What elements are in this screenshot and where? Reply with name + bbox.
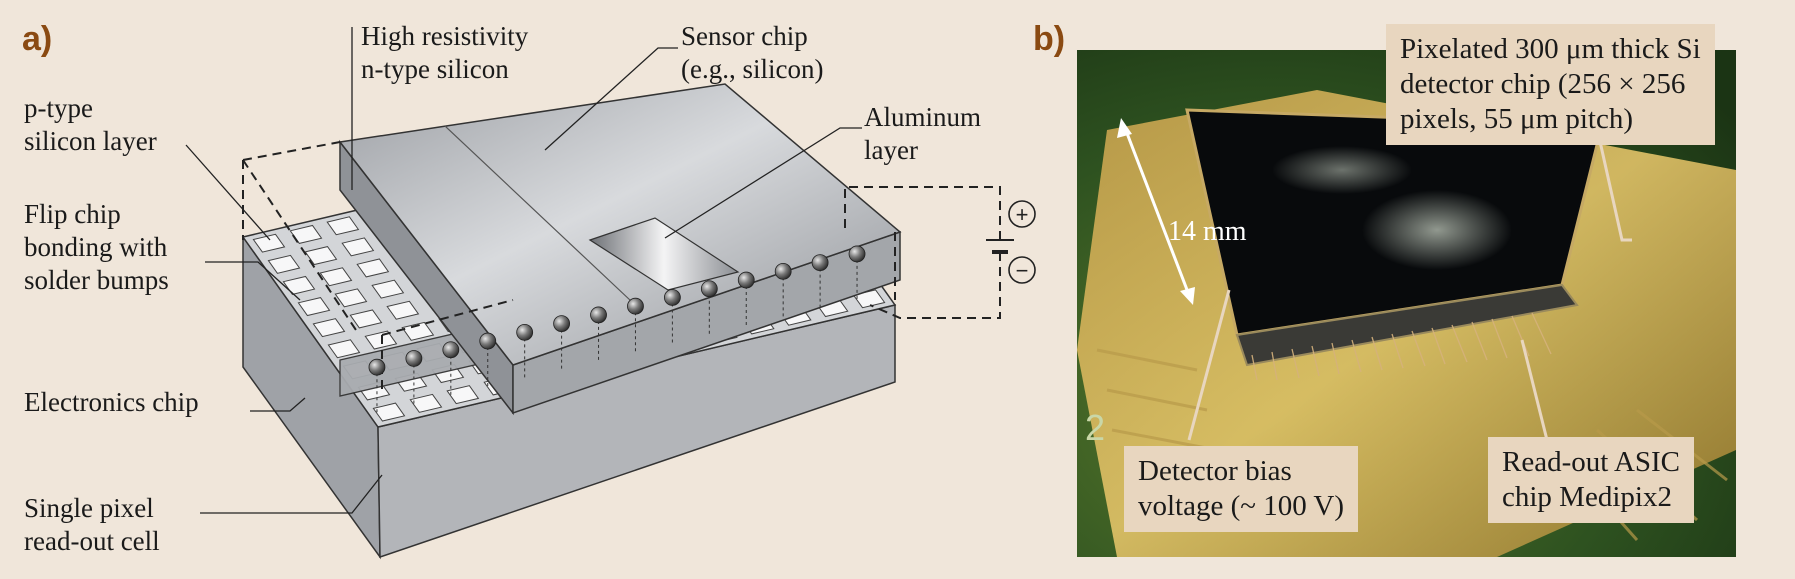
pixel-cell xyxy=(371,279,405,299)
solder-bump xyxy=(553,315,571,333)
aluminum-peel xyxy=(588,217,740,291)
pixel-cell xyxy=(252,233,286,253)
asic-edge xyxy=(1235,283,1579,367)
solder-bump xyxy=(848,245,866,263)
solder-bump xyxy=(627,297,644,315)
pixel-cell xyxy=(446,385,480,405)
dimension-label: 14 mm xyxy=(1168,216,1247,247)
board-marking: 2 xyxy=(1085,407,1105,448)
solder-bump xyxy=(368,358,386,376)
callout-bias-voltage: Detector bias voltage (~ 100 V) xyxy=(1124,446,1359,532)
leader-lines xyxy=(185,27,862,514)
label-single-pixel: Single pixel read-out cell xyxy=(24,493,160,556)
pixel-cell xyxy=(401,321,435,341)
label-p-type: p-type silicon layer xyxy=(24,93,157,156)
solder-bump xyxy=(811,254,829,272)
plus-terminal-icon xyxy=(1008,200,1036,228)
label-high-resistivity: High resistivity n-type silicon xyxy=(361,21,529,84)
label-flip-chip: Flip chip bonding with solder bumps xyxy=(24,199,169,295)
pixel-cell xyxy=(267,254,301,274)
pixel-cell xyxy=(312,318,346,338)
pixel-cell xyxy=(304,246,338,266)
solder-bump xyxy=(442,341,460,359)
callout-detector-chip: Pixelated 300 μm thick Si detector chip … xyxy=(1386,24,1715,145)
pixel-cell xyxy=(372,402,406,422)
dashed-guides xyxy=(242,141,1001,395)
panel-a-letter: a) xyxy=(22,20,53,58)
pixel-cell xyxy=(349,309,383,329)
solder-bump xyxy=(516,323,534,341)
solder-bump xyxy=(700,280,718,298)
solder-bump xyxy=(737,271,755,289)
solder-bump xyxy=(663,289,681,306)
solder-bumps xyxy=(368,245,866,414)
label-electronics-chip: Electronics chip xyxy=(24,387,199,417)
pixel-cell xyxy=(297,297,331,317)
pixel-cell xyxy=(409,393,443,413)
sensor-chip xyxy=(338,83,902,416)
minus-label: − xyxy=(1016,258,1029,283)
pixel-cell xyxy=(356,258,390,278)
plus-label: + xyxy=(1016,202,1029,227)
label-sensor-chip: Sensor chip (e.g., silicon) xyxy=(681,21,824,84)
battery-symbol: + − xyxy=(986,200,1036,284)
pixel-cell xyxy=(327,339,361,359)
pixel-cell xyxy=(386,300,420,320)
pixel-cell xyxy=(364,330,398,350)
solder-bump xyxy=(590,306,607,324)
solder-bump xyxy=(405,350,423,367)
solder-bump xyxy=(774,262,792,280)
pixel-cell xyxy=(334,288,368,308)
minus-terminal-icon xyxy=(1008,256,1036,284)
solder-bump xyxy=(479,332,497,350)
label-aluminum: Aluminum layer xyxy=(864,102,982,165)
pixel-cell xyxy=(341,237,375,257)
pixel-cell xyxy=(326,216,360,236)
panel-b-letter: b) xyxy=(1033,20,1066,58)
callout-asic: Read-out ASIC chip Medipix2 xyxy=(1488,437,1695,523)
dimension-arrow xyxy=(1117,118,1195,305)
pixel-cell xyxy=(319,267,353,287)
